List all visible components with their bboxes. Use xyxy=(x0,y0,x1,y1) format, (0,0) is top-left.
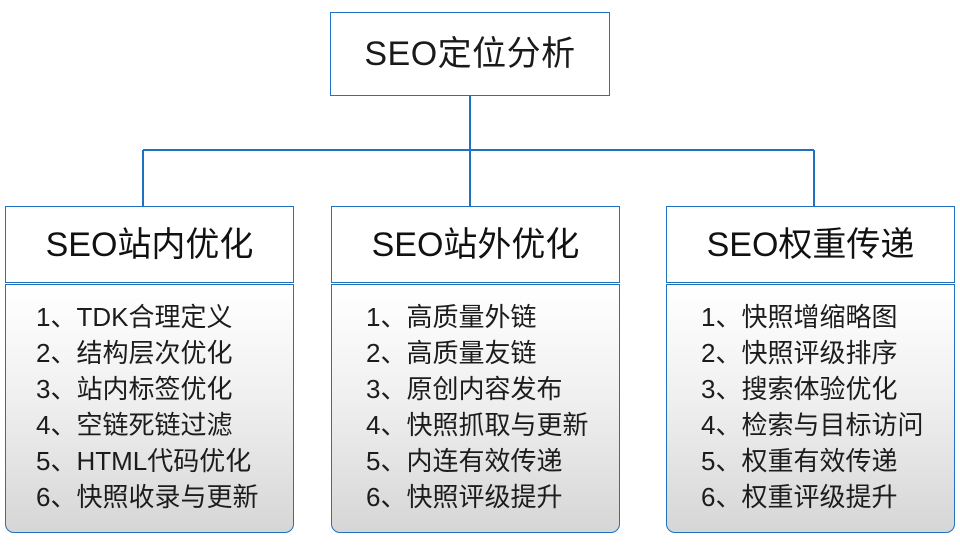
branch-list-3: 1、快照增缩略图 2、快照评级排序 3、搜索体验优化 4、检索与目标访问 5、权… xyxy=(666,284,955,533)
branch-header-label-2: SEO站外优化 xyxy=(371,225,580,264)
list-item: 4、快照抓取与更新 xyxy=(366,410,589,440)
list-item: 1、TDK合理定义 xyxy=(36,302,233,332)
list-item: 2、快照评级排序 xyxy=(701,338,898,368)
list-item: 1、高质量外链 xyxy=(366,302,537,332)
root-node[interactable]: SEO定位分析 xyxy=(330,12,610,96)
list-item: 4、空链死链过滤 xyxy=(36,410,233,440)
list-item: 2、结构层次优化 xyxy=(36,338,233,368)
branch-list-2: 1、高质量外链 2、高质量友链 3、原创内容发布 4、快照抓取与更新 5、内连有… xyxy=(331,284,620,533)
branch-header-label-3: SEO权重传递 xyxy=(706,225,915,264)
list-item: 6、权重评级提升 xyxy=(701,482,898,512)
branch-header-label-1: SEO站内优化 xyxy=(45,225,254,264)
branch-column-1: SEO站内优化 1、TDK合理定义 2、结构层次优化 3、站内标签优化 4、空链… xyxy=(5,206,294,533)
list-item: 6、快照收录与更新 xyxy=(36,482,259,512)
branch-list-1: 1、TDK合理定义 2、结构层次优化 3、站内标签优化 4、空链死链过滤 5、H… xyxy=(5,284,294,533)
branch-column-2: SEO站外优化 1、高质量外链 2、高质量友链 3、原创内容发布 4、快照抓取与… xyxy=(331,206,620,533)
list-item: 3、搜索体验优化 xyxy=(701,374,898,404)
list-item: 5、权重有效传递 xyxy=(701,446,898,476)
root-node-label: SEO定位分析 xyxy=(364,35,576,73)
branch-header-3[interactable]: SEO权重传递 xyxy=(666,206,955,283)
list-item: 5、HTML代码优化 xyxy=(36,446,252,476)
list-item: 1、快照增缩略图 xyxy=(701,302,898,332)
branch-column-3: SEO权重传递 1、快照增缩略图 2、快照评级排序 3、搜索体验优化 4、检索与… xyxy=(666,206,955,533)
list-item: 3、原创内容发布 xyxy=(366,374,563,404)
list-item: 2、高质量友链 xyxy=(366,338,537,368)
list-item: 4、检索与目标访问 xyxy=(701,410,924,440)
list-item: 3、站内标签优化 xyxy=(36,374,233,404)
branch-header-1[interactable]: SEO站内优化 xyxy=(5,206,294,283)
branch-header-2[interactable]: SEO站外优化 xyxy=(331,206,620,283)
list-item: 6、快照评级提升 xyxy=(366,482,563,512)
list-item: 5、内连有效传递 xyxy=(366,446,563,476)
